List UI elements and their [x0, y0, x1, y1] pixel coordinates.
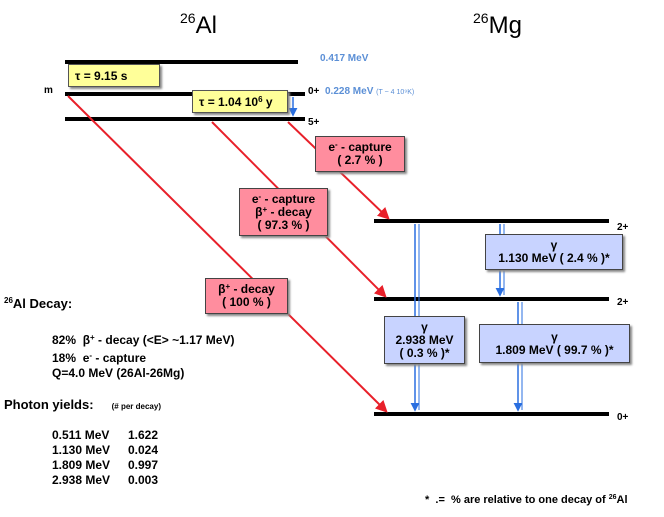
ec-small-sup: -	[335, 140, 338, 149]
mg-level1-spin: 2+	[617, 297, 629, 308]
decay-info-ec-rest: - capture	[92, 351, 147, 365]
footnote-text: * .= % are relative to one decay of	[425, 494, 609, 506]
tau-ground-value: τ = 1.04 10	[199, 95, 259, 109]
ec-small-line2: ( 2.7 % )	[337, 153, 383, 167]
mixed-e: e	[251, 192, 259, 206]
gamma-1130-box: γ 1.130 MeV ( 2.4 % )*	[485, 234, 623, 270]
mg26-title-symbol: Mg	[488, 12, 522, 39]
mg26-title: 26Mg	[473, 10, 522, 40]
photon-yield-value: 1.622	[128, 428, 159, 442]
mixed-line3: ( 97.3 % )	[257, 218, 310, 232]
decay-info-ec-pct: 18%	[52, 351, 77, 365]
mixed-line1: e- - capture	[240, 193, 327, 206]
photon-yield-value: 0.003	[128, 473, 159, 487]
photon-yield-row: 1.809 MeV 0.997	[52, 458, 158, 473]
tau-ground-exponent: 6	[258, 95, 263, 104]
photon-yield-value: 0.024	[128, 443, 159, 457]
photon-yield-energy: 0.511 MeV	[52, 428, 110, 442]
decay-info-line2: 18% e- - capture	[52, 348, 234, 366]
photon-yield-row: 1.130 MeV 0.024	[52, 443, 158, 458]
al26-title-symbol: Al	[195, 12, 217, 39]
mixed-decay-box: e- - capture β+ - decay ( 97.3 % )	[239, 188, 328, 236]
gamma-1809-symbol: γ	[551, 330, 558, 344]
photon-yields-table: 0.511 MeV 1.622 1.130 MeV 0.024 1.809 MeV 0…	[52, 428, 158, 488]
footnote-mass: 26	[608, 494, 617, 501]
beta-sup: +	[225, 282, 231, 291]
mg26-title-mass: 26	[473, 10, 489, 26]
beta-decay-box: β+ - decay ( 100 % )	[205, 278, 288, 314]
mixed-beta-sup: +	[262, 205, 268, 214]
photon-yield-value: 0.997	[128, 458, 159, 472]
photon-yields-heading: Photon yields: (# per decay)	[4, 397, 161, 412]
photon-yield-energy: 1.809 MeV	[52, 458, 111, 472]
photon-yields-title: Photon yields:	[4, 397, 94, 412]
decay-info-heading-mass: 26	[4, 296, 13, 305]
decay-info-heading-text: Al Decay:	[12, 296, 73, 311]
photon-yield-row: 0.511 MeV 1.622	[52, 428, 158, 443]
tau-metastable-box: τ = 9.15 s	[68, 64, 160, 87]
gamma-1809-value: 1.809 MeV ( 99.7 % )*	[495, 343, 614, 357]
decay-info-ec-sup: -	[89, 351, 93, 360]
decay-info-body: 82% β+ - decay (<E> ~1.17 MeV) 18% e- - …	[52, 330, 234, 381]
ec-small-line1: e- - capture	[316, 141, 404, 154]
tau-ground-box: τ = 1.04 106 y	[192, 90, 288, 113]
photon-yield-energy: 2.938 MeV	[52, 473, 111, 487]
mixed-line2: β+ - decay	[240, 206, 327, 219]
level-energy-0417: 0.417 MeV	[320, 53, 369, 64]
photon-yield-row: 2.938 MeV 0.003	[52, 473, 158, 488]
ec-small-box: e- - capture ( 2.7 % )	[315, 136, 405, 172]
photon-yields-subtitle: (# per decay)	[111, 402, 161, 411]
footnote-symbol: Al	[616, 494, 628, 506]
footnote: * .= % are relative to one decay of 26Al	[425, 494, 628, 506]
beta-line1: β+ - decay	[206, 283, 287, 296]
decay-info-heading: 26Al Decay:	[4, 296, 72, 311]
metastable-label: m	[44, 85, 53, 96]
decay-info-beta-sup: +	[90, 333, 95, 342]
photon-yield-energy: 1.130 MeV	[52, 443, 111, 457]
gamma-1130-symbol: γ	[550, 238, 558, 252]
gamma-2938-symbol: γ	[421, 320, 428, 334]
gamma-2938-box: γ 2.938 MeV ( 0.3 % )*	[384, 316, 465, 364]
ground-spin: 5+	[308, 117, 320, 128]
beta-line2: ( 100 % )	[222, 295, 271, 309]
metastable-energy-value: 0.228 MeV	[325, 86, 374, 97]
decay-info-beta-rest: - decay (<E> ~1.17 MeV)	[94, 333, 235, 347]
mg-level2-spin: 2+	[617, 222, 629, 233]
decay-info-ec-e: e	[82, 351, 90, 365]
gamma-2938-pct: ( 0.3 % )*	[399, 346, 450, 360]
beta-decay-arrow	[67, 95, 388, 413]
mixed-e-sup: -	[258, 192, 262, 201]
beta-rest: - decay	[230, 282, 275, 296]
ec-small-e: e	[328, 140, 335, 154]
mg-ground-spin: 0+	[617, 412, 629, 423]
mixed-beta-rest: - decay	[267, 205, 312, 219]
beta-symbol: β	[218, 282, 226, 296]
decay-info-beta: β	[82, 333, 91, 347]
mixed-beta: β	[255, 205, 263, 219]
metastable-energy: 0.228 MeV (T ~ 4 10⁹K)	[325, 86, 414, 97]
metastable-temperature-note: (T ~ 4 10⁹K)	[376, 89, 415, 96]
gamma-2938-value: 2.938 MeV	[395, 333, 454, 347]
ec-small-rest: - capture	[337, 140, 392, 154]
gamma-1809-box: γ 1.809 MeV ( 99.7 % )*	[479, 324, 630, 363]
decay-info-line3: Q=4.0 MeV (26Al-26Mg)	[52, 366, 185, 380]
al26-title-mass: 26	[180, 10, 196, 26]
mixed-e-rest: - capture	[261, 192, 316, 206]
al26-title: 26Al	[180, 10, 217, 40]
decay-info-beta-pct: 82%	[52, 333, 77, 347]
tau-ground-unit: y	[262, 95, 273, 109]
metastable-spin: 0+	[308, 86, 320, 97]
gamma-1130-value: 1.130 MeV ( 2.4 % )*	[498, 251, 610, 265]
decay-info-line1: 82% β+ - decay (<E> ~1.17 MeV)	[52, 330, 234, 348]
